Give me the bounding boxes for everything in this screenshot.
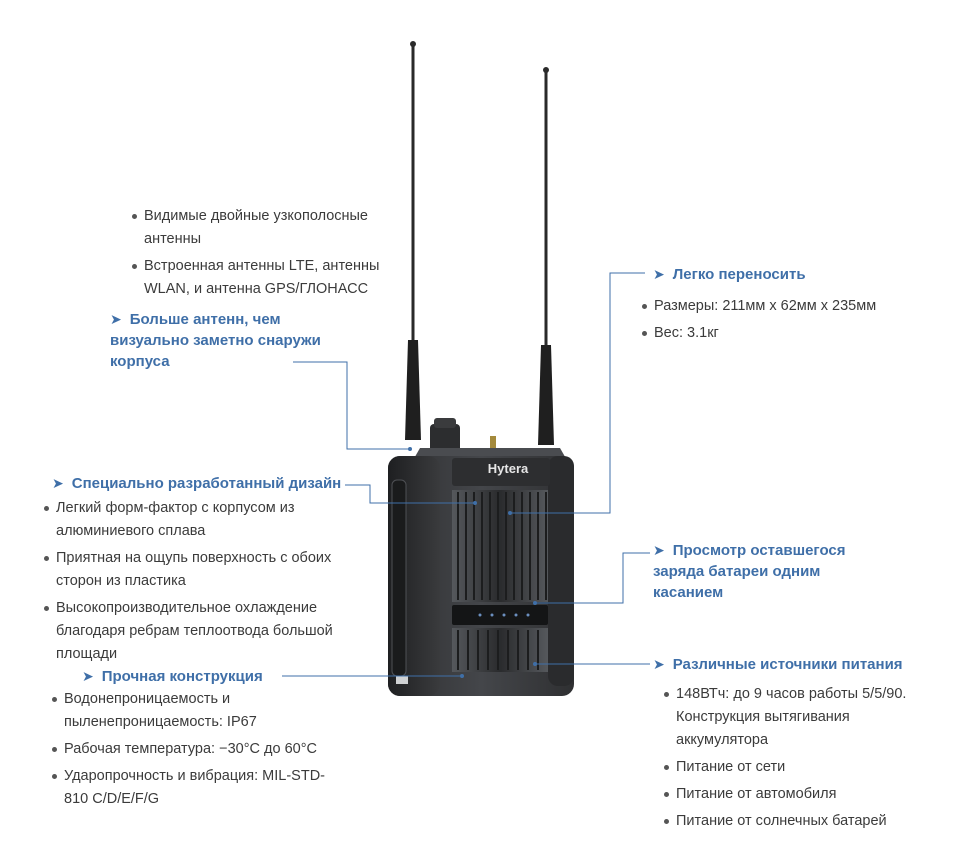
line-design <box>345 484 475 504</box>
design-heading: ➤ Специально разработанный дизайн <box>52 473 352 494</box>
list-item: Встроенная антенны LTE, антенны WLAN, и … <box>130 255 390 301</box>
line-portable <box>510 272 645 514</box>
list-item: 148ВТч: до 9 часов работы 5/5/90. Констр… <box>662 683 942 752</box>
heading-text: Просмотр оставшегося заряда батареи одни… <box>653 542 846 601</box>
list-item: Питание от сети <box>662 756 942 779</box>
rugged-info: Водонепроницаемость и пыленепроницаемост… <box>50 688 330 815</box>
rugged-heading: ➤ Прочная конструкция <box>82 666 302 687</box>
arrow-icon: ➤ <box>653 656 665 672</box>
list-item: Видимые двойные узкополосные антенны <box>130 205 390 251</box>
list-item: Вес: 3.1кг <box>640 322 940 345</box>
list-item: Легкий форм-фактор с корпусом из алюмини… <box>42 497 352 543</box>
power-info: 148ВТч: до 9 часов работы 5/5/90. Констр… <box>662 683 942 837</box>
design-info: Легкий форм-фактор с корпусом из алюмини… <box>42 497 352 670</box>
portable-info: Размеры: 211мм x 62мм x 235мм Вес: 3.1кг <box>640 295 940 349</box>
battery-indicator-strip <box>452 605 548 625</box>
list-item: Ударопрочность и вибрация: MIL-STD-810 C… <box>50 765 330 811</box>
arrow-icon: ➤ <box>110 311 122 327</box>
list-item: Высокопроизводительное охлаждение благод… <box>42 597 352 666</box>
heading-text: Больше антенн, чем визуально заметно сна… <box>110 311 321 370</box>
arrow-icon: ➤ <box>82 668 94 684</box>
list-item: Питание от солнечных батарей <box>662 810 942 833</box>
list-item: Размеры: 211мм x 62мм x 235мм <box>640 295 940 318</box>
top-knob <box>430 418 496 454</box>
heatsink-fins <box>452 490 548 602</box>
line-antennas <box>293 361 410 450</box>
antennas-info: Видимые двойные узкополосные антенны Вст… <box>130 205 390 305</box>
heading-text: Различные источники питания <box>672 656 903 673</box>
heading-text: Легко переносить <box>672 266 806 283</box>
battery-heading: ➤Просмотр оставшегося заряда батареи одн… <box>653 540 863 603</box>
portable-heading: ➤ Легко переносить <box>653 264 913 285</box>
list-item: Питание от автомобиля <box>662 783 942 806</box>
arrow-icon: ➤ <box>653 542 665 558</box>
device-brand-logo: Hytera <box>487 461 529 476</box>
antennas-heading: ➤Больше антенн, чем визуально заметно сн… <box>110 309 340 372</box>
heading-text: Специально разработанный дизайн <box>71 475 342 492</box>
power-heading: ➤ Различные источники питания <box>653 654 953 675</box>
list-item: Водонепроницаемость и пыленепроницаемост… <box>50 688 330 734</box>
arrow-icon: ➤ <box>653 266 665 282</box>
list-item: Рабочая температура: −30°C до 60°C <box>50 738 330 761</box>
antenna-left <box>405 41 421 440</box>
line-battery <box>535 552 650 604</box>
antenna-right <box>538 67 554 445</box>
heading-text: Прочная конструкция <box>101 668 263 685</box>
arrow-icon: ➤ <box>52 475 64 491</box>
list-item: Приятная на ощупь поверхность с обоих ст… <box>42 547 352 593</box>
